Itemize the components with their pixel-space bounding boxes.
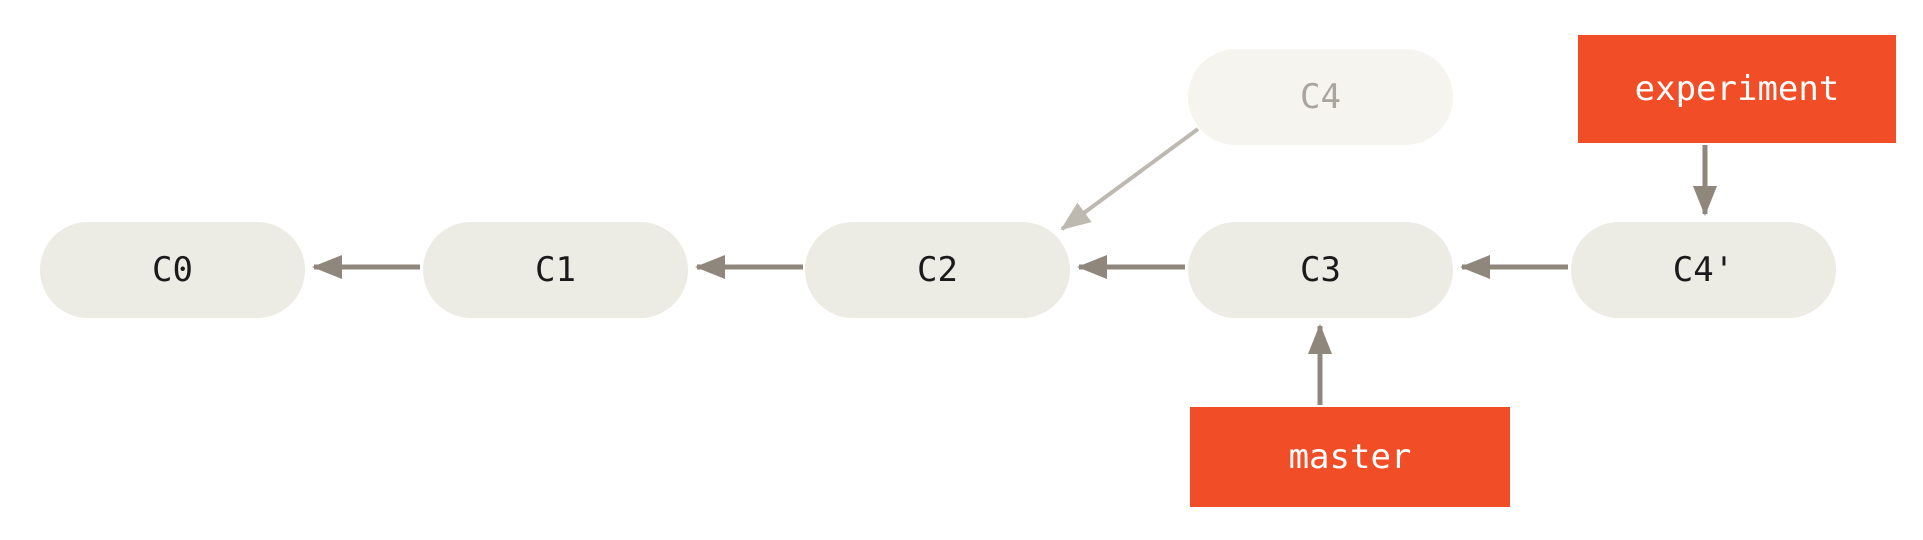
commit-node-c0: C0 xyxy=(40,222,305,318)
commit-label: C0 xyxy=(152,250,193,290)
commit-node-c4-prime: C4' xyxy=(1571,222,1836,318)
branch-name: experiment xyxy=(1634,69,1840,109)
branch-label-master: master xyxy=(1190,407,1510,507)
branch-label-experiment: experiment xyxy=(1578,35,1896,143)
commit-label: C4 xyxy=(1300,77,1341,117)
commit-label: C3 xyxy=(1300,250,1341,290)
commit-label: C1 xyxy=(535,250,576,290)
commit-node-c3: C3 xyxy=(1188,222,1453,318)
commit-label: C2 xyxy=(917,250,958,290)
commit-node-c4-ghost: C4 xyxy=(1188,49,1453,145)
commit-node-c1: C1 xyxy=(423,222,688,318)
commit-label: C4' xyxy=(1672,250,1735,290)
edge-ghost-c4-to-c2 xyxy=(1060,127,1200,231)
branch-name: master xyxy=(1288,437,1412,477)
commit-node-c2: C2 xyxy=(805,222,1070,318)
